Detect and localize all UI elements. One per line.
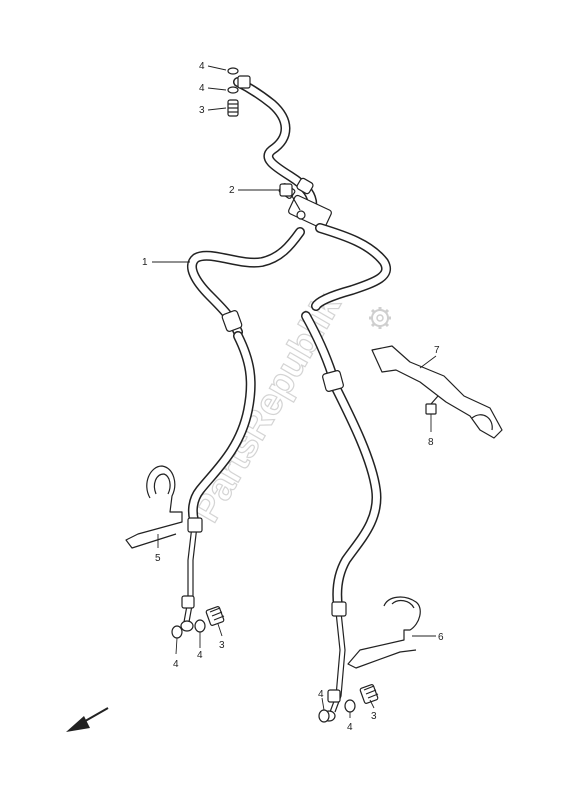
callout-5: 5 — [155, 553, 161, 564]
callout-4-top-b: 4 — [199, 83, 205, 94]
right-lower-hardware — [318, 684, 379, 723]
gear-icon — [369, 307, 391, 329]
callout-7: 7 — [434, 345, 440, 356]
callout-4-left-b: 4 — [197, 650, 203, 661]
leader-lines — [152, 65, 437, 718]
callouts: 4 4 3 2 1 5 6 7 8 4 4 3 4 4 3 — [142, 61, 444, 733]
right-brake-hose — [301, 223, 391, 713]
left-hose-fittings — [180, 310, 243, 632]
callout-2: 2 — [229, 185, 235, 196]
callout-3-top: 3 — [199, 105, 205, 116]
callout-4-right-b: 4 — [347, 722, 353, 733]
callout-1: 1 — [142, 257, 148, 268]
callout-3-right: 3 — [371, 711, 377, 722]
top-banjo-fitting — [227, 67, 314, 195]
left-brake-hose — [183, 227, 305, 623]
callout-8: 8 — [428, 437, 434, 448]
left-lower-hardware — [171, 606, 225, 639]
callout-4-left-a: 4 — [173, 659, 179, 670]
callout-6: 6 — [438, 632, 444, 643]
hose-bracket — [371, 345, 503, 439]
watermark-text: PartsRepublik — [185, 286, 350, 529]
bolt-8 — [425, 395, 439, 415]
bolt-2 — [279, 183, 293, 197]
right-hose-fittings — [322, 370, 347, 722]
callout-4-top-a: 4 — [199, 61, 205, 72]
left-hose-clamp — [125, 465, 183, 549]
watermark: PartsRepublik — [184, 286, 350, 530]
callout-4-right-a: 4 — [318, 689, 324, 700]
callout-3-left: 3 — [219, 640, 225, 651]
right-hose-clamp — [347, 596, 421, 669]
arrow-down-left-icon — [66, 707, 109, 732]
